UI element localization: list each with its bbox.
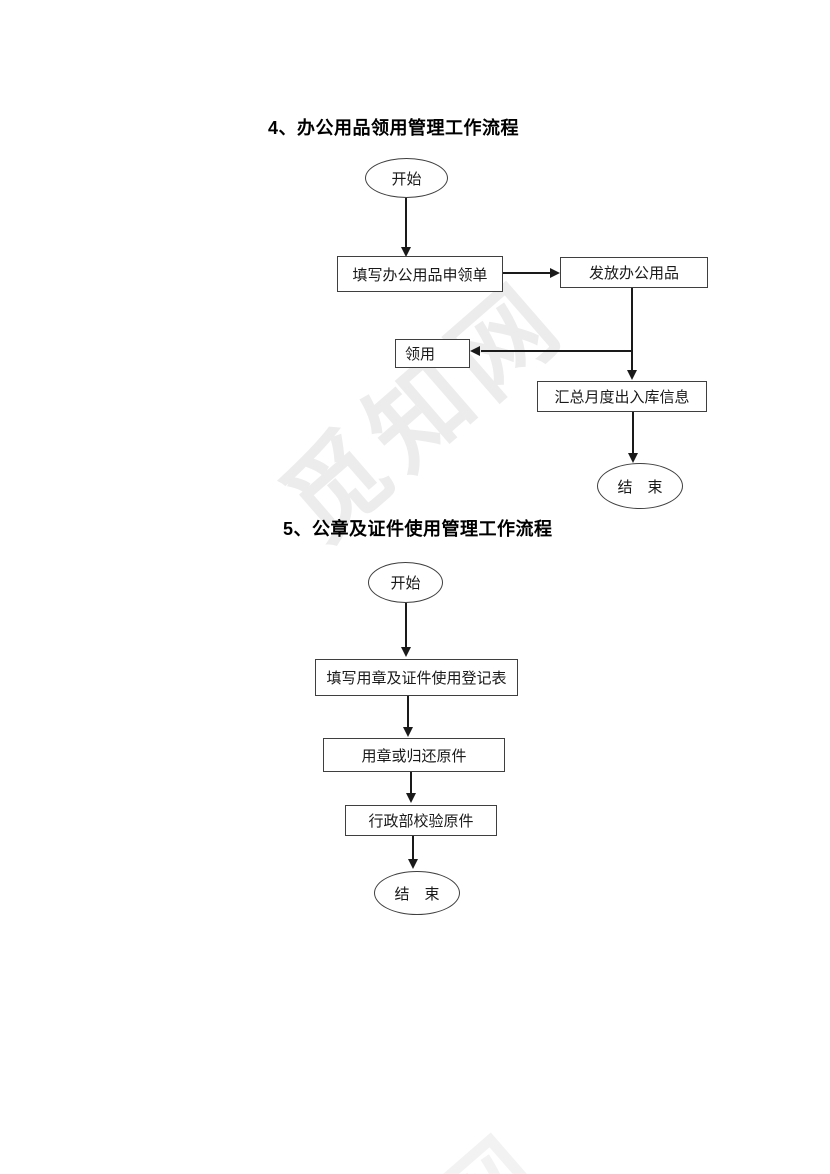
flowchart1-issue-label: 发放办公用品 <box>588 265 679 282</box>
flowchart1-end-label: 结 束 <box>617 478 663 496</box>
connector-register-to-use <box>407 696 409 727</box>
flowchart1-title: 4、办公用品领用管理工作流程 <box>268 118 520 138</box>
flowchart2-title: 5、公章及证件使用管理工作流程 <box>283 519 553 539</box>
flowchart2-end-label: 结 束 <box>394 885 440 903</box>
flowchart1-end-node: 结 束 <box>597 463 683 509</box>
flowchart2-start-node: 开始 <box>368 562 443 603</box>
connector-fill-form-to-issue <box>503 272 550 274</box>
flowchart1-summary-node: 汇总月度出入库信息 <box>537 381 707 412</box>
arrowhead-down-icon <box>408 859 418 869</box>
flowchart2-use-label: 用章或归还原件 <box>361 747 467 765</box>
flowchart1-fill-form-label: 填写办公用品申领单 <box>352 266 488 284</box>
arrowhead-down-icon <box>401 247 411 257</box>
flowchart1-issue-node: 发放办公用品 <box>560 257 708 288</box>
flowchart1-collect-label: 领用 <box>405 346 436 363</box>
flowchart2-use-node: 用章或归还原件 <box>323 738 505 772</box>
flowchart2-verify-label: 行政部校验原件 <box>368 813 474 830</box>
connector-use-to-verify <box>410 772 412 793</box>
flowchart1-summary-label: 汇总月度出入库信息 <box>554 389 690 406</box>
arrowhead-right-icon <box>550 268 560 278</box>
flowchart2-register-label: 填写用章及证件使用登记表 <box>326 670 507 687</box>
flowchart2-end-node: 结 束 <box>374 871 460 915</box>
arrowhead-down-icon <box>627 370 637 380</box>
watermark-partial-text: 网 <box>397 1100 568 1174</box>
connector-start-to-fill-form <box>405 198 407 247</box>
flowchart1-start-label: 开始 <box>391 170 422 188</box>
flowchart1-fill-form-node: 填写办公用品申领单 <box>337 256 503 292</box>
arrowhead-down-icon <box>403 727 413 737</box>
flowchart2-start-label: 开始 <box>390 575 421 592</box>
flowchart2-verify-node: 行政部校验原件 <box>345 805 497 836</box>
connector-verify-to-end <box>412 836 414 859</box>
connector-branch-to-collect <box>481 350 632 352</box>
connector-summary-to-end <box>632 412 634 453</box>
flowchart1-start-node: 开始 <box>365 158 448 198</box>
connector-start-to-register <box>405 603 407 647</box>
flowchart1-collect-node: 领用 <box>395 339 470 368</box>
arrowhead-down-icon <box>406 793 416 803</box>
arrowhead-left-icon <box>470 346 480 356</box>
connector-issue-down <box>631 288 633 370</box>
flowchart2-register-node: 填写用章及证件使用登记表 <box>315 659 518 696</box>
arrowhead-down-icon <box>401 647 411 657</box>
arrowhead-down-icon <box>628 453 638 463</box>
